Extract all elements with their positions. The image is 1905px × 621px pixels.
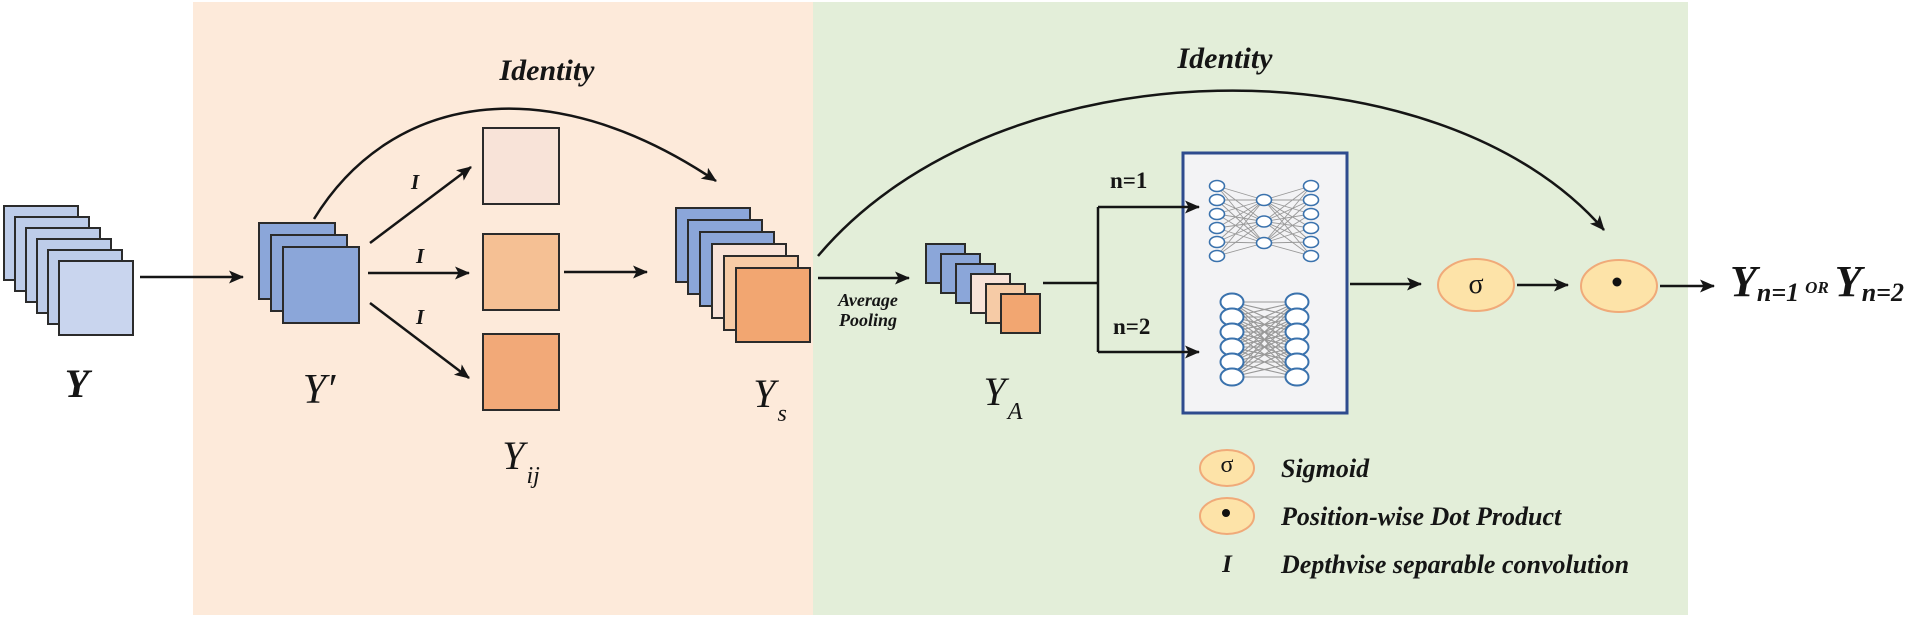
mlp-node (1302, 193, 1320, 207)
branch-n2-label: n=2 (1113, 314, 1151, 339)
y-a-base: Y (983, 369, 1006, 414)
output-y1-subscript: n=1 (1756, 278, 1800, 307)
mlp-node (1302, 235, 1320, 249)
mlp-edge (1263, 199, 1312, 215)
mlp-edge (1216, 185, 1265, 222)
mlp-edge (1263, 227, 1312, 244)
mlp-edge (1216, 242, 1265, 257)
mlp-edge (1231, 301, 1298, 348)
legend-sigmoid-node (1199, 449, 1255, 487)
average-pooling-line2: Pooling (838, 310, 897, 330)
y-a-subscript: A (1007, 399, 1023, 425)
mlp-edge (1216, 199, 1265, 243)
mlp-edge (1263, 213, 1312, 244)
y-ij-base: Y (502, 433, 525, 478)
mlp-node (1208, 179, 1226, 193)
arrow-dsconv-1 (369, 166, 472, 244)
legend-dsconv-label: Depthvise separable convolution (1281, 550, 1630, 579)
legend-sigmoid-label: Sigmoid (1281, 454, 1370, 483)
mlp-edge (1216, 199, 1265, 215)
mlp-edge (1216, 185, 1265, 201)
legend-dsconv-symbol: I (1222, 551, 1232, 578)
mlp-edge (1216, 199, 1265, 229)
sigmoid-node (1437, 258, 1515, 312)
mlp-node (1208, 221, 1226, 235)
mlp-edge (1263, 185, 1312, 244)
mlp-box (1181, 151, 1349, 415)
mlp-node (1302, 207, 1320, 221)
mlp-node (1255, 193, 1273, 207)
mlp-edge (1231, 346, 1298, 378)
mlp-node (1302, 249, 1320, 263)
output-y1: Y (1730, 257, 1757, 306)
identity-label-right: Identity (1177, 42, 1273, 75)
dot-icon (1222, 509, 1230, 517)
mlp-edge (1216, 221, 1265, 257)
average-pooling-line1: Average (838, 290, 898, 310)
legend-dot-label: Position-wise Dot Product (1281, 502, 1562, 531)
mlp-edge (1216, 227, 1265, 244)
mlp-node (1208, 193, 1226, 207)
mlp-n1 (1208, 179, 1320, 263)
mlp-node (1208, 207, 1226, 221)
mlp-node (1302, 179, 1320, 193)
sigmoid-symbol: σ (1468, 269, 1484, 300)
average-pooling-label: Average Pooling (818, 290, 918, 330)
mlp-edge (1231, 316, 1298, 378)
y-ij-subscript: ij (526, 463, 540, 489)
y-s-base: Y (753, 371, 776, 416)
branch-n1-label: n=1 (1110, 168, 1148, 193)
mlp-edge (1263, 221, 1312, 257)
identity-arc-left (312, 107, 717, 220)
mlp-edge (1263, 185, 1312, 222)
y-s-subscript: s (777, 401, 787, 427)
mlp-edge (1231, 331, 1298, 378)
mlp-node (1208, 235, 1226, 249)
output-y2: Y (1834, 257, 1862, 306)
mlp-node (1208, 249, 1226, 263)
dsconv-label-3: I (416, 305, 425, 329)
output-or: OR (1805, 278, 1829, 297)
mlp-edge (1263, 199, 1312, 244)
mlp-edge (1263, 242, 1312, 257)
mlp-edge (1263, 185, 1312, 201)
mlp-edge (1216, 199, 1265, 222)
mlp-edge (1216, 221, 1265, 243)
output-label: Yn=1 OR Yn=2 (1730, 256, 1904, 308)
mlp-node (1302, 221, 1320, 235)
y-ij-label: Yij (482, 432, 560, 490)
mlp-node (1284, 367, 1310, 387)
dsconv-label-1: I (411, 170, 420, 194)
identity-arc-right (817, 89, 1605, 257)
mlp-networks (1208, 179, 1320, 387)
mlp-edge (1231, 301, 1298, 333)
mlp-node (1255, 215, 1273, 228)
y-s-label: Ys (722, 370, 818, 428)
identity-label-left: Identity (499, 54, 595, 87)
arrow-dsconv-3 (369, 302, 470, 379)
dsconv-label-2: I (416, 244, 425, 268)
mlp-edge (1216, 199, 1265, 257)
y-a-label: YA (955, 368, 1051, 426)
mlp-edge (1263, 199, 1312, 222)
y-input-label: Y (64, 361, 90, 406)
mlp-n2 (1219, 292, 1310, 387)
mlp-node (1255, 236, 1273, 250)
legend-sigmoid-symbol: σ (1220, 452, 1234, 478)
mlp-node (1219, 367, 1245, 387)
output-y2-subscript: n=2 (1861, 278, 1904, 307)
dot-icon (1612, 277, 1622, 287)
mlp-edge (1231, 301, 1298, 363)
mlp-edge (1263, 221, 1312, 243)
y-prime-label: Y′ (302, 367, 336, 413)
